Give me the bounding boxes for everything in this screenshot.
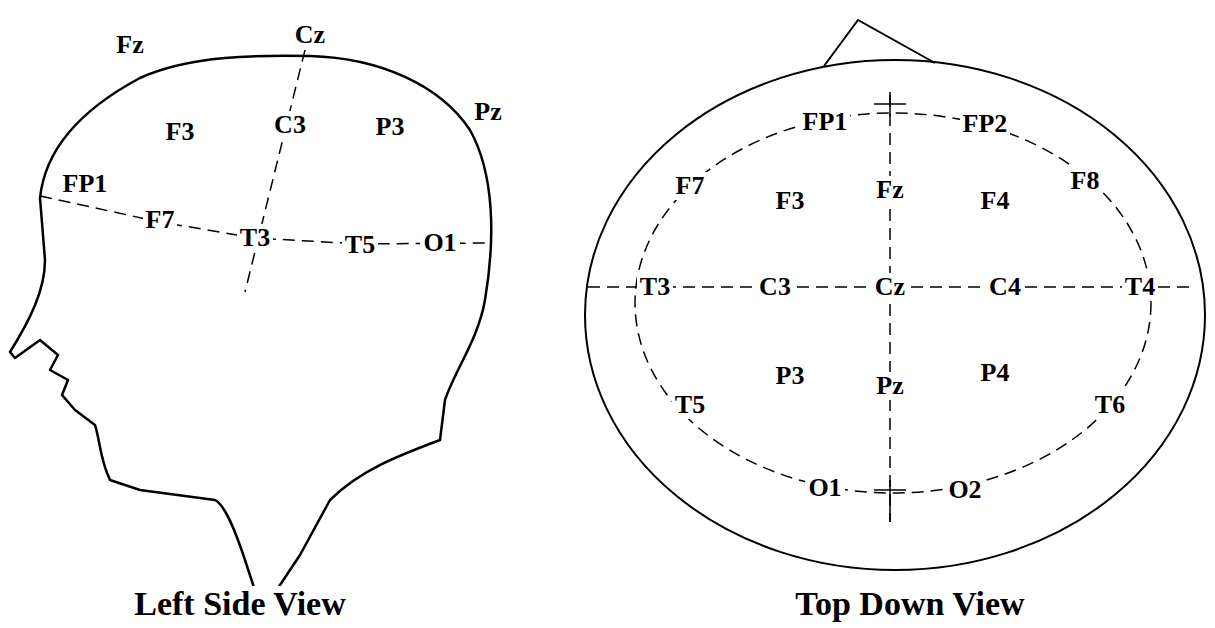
electrode-label: Pz <box>471 98 504 126</box>
electrode-label: F7 <box>143 206 178 234</box>
electrode-label: O2 <box>945 476 984 504</box>
view-caption: Top Down View <box>792 586 1027 622</box>
electrode-label: T4 <box>1122 273 1158 301</box>
electrode-label: O1 <box>805 474 844 502</box>
electrode-label: F7 <box>673 172 708 200</box>
head-outline <box>585 60 1205 570</box>
electrode-label: Pz <box>873 372 906 400</box>
electrode-label: Fz <box>113 31 146 59</box>
crosshair-tick <box>889 480 891 522</box>
guide-line <box>889 95 891 522</box>
electrode-label: T5 <box>672 391 708 419</box>
electrode-label: C3 <box>271 111 309 139</box>
electrode-label: C4 <box>986 273 1024 301</box>
electrode-label: Fz <box>873 176 906 204</box>
view-caption: Left Side View <box>131 586 349 622</box>
crosshair-tick <box>874 103 906 105</box>
electrode-label: Cz <box>292 21 328 49</box>
guide-line <box>245 50 305 292</box>
nose-outline <box>824 20 935 66</box>
electrode-label: FP1 <box>60 170 111 198</box>
electrode-label: T3 <box>637 273 673 301</box>
electrode-label: F8 <box>1068 167 1103 195</box>
electrode-label: FP2 <box>960 110 1011 138</box>
electrode-label: T3 <box>237 224 273 252</box>
electrode-label: FP1 <box>800 108 851 136</box>
electrode-label: T5 <box>342 231 378 259</box>
guide-line <box>635 113 1151 493</box>
electrode-label: F4 <box>978 187 1013 215</box>
electrode-label: P3 <box>373 113 408 141</box>
electrode-label: P3 <box>773 362 808 390</box>
crosshair-tick <box>874 489 906 491</box>
electrode-label: P4 <box>978 359 1013 387</box>
electrode-label: Cz <box>872 273 908 301</box>
electrode-label: T6 <box>1092 391 1128 419</box>
electrode-label: F3 <box>163 118 198 146</box>
electrode-label: O1 <box>420 229 459 257</box>
head-outline <box>10 56 491 612</box>
electrode-label: F3 <box>773 187 808 215</box>
electrode-label: C3 <box>756 273 794 301</box>
